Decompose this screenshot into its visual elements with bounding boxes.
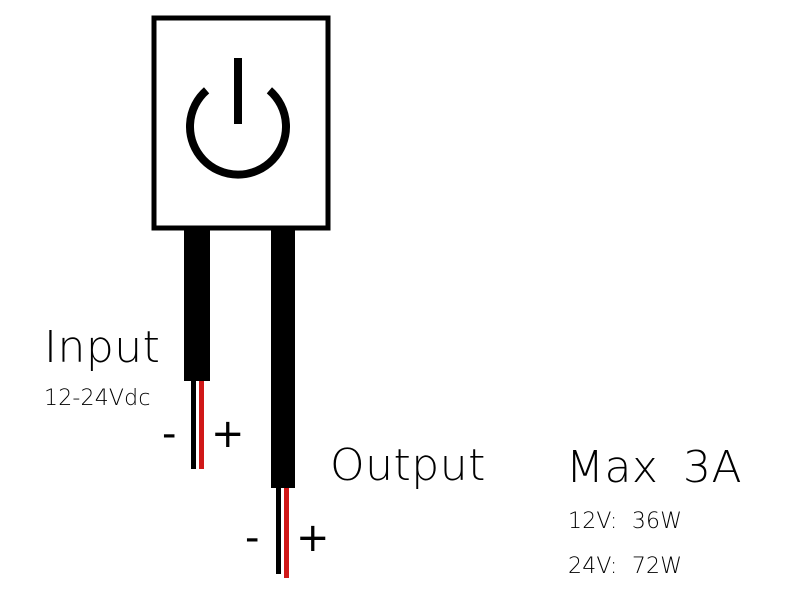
power-icon-arc bbox=[186, 87, 290, 179]
max-current-label: Max 3A bbox=[566, 442, 743, 493]
input-negative-sign: - bbox=[162, 411, 177, 457]
output-positive-sign: + bbox=[296, 515, 330, 561]
input-wire-positive bbox=[199, 381, 204, 469]
power-icon bbox=[186, 58, 290, 179]
input-cable-sheath bbox=[184, 229, 210, 381]
switch-housing bbox=[151, 15, 331, 231]
input-voltage-label: 12-24Vdc bbox=[44, 386, 151, 411]
input-positive-sign: + bbox=[211, 411, 245, 457]
input-cable bbox=[184, 229, 210, 469]
input-label: Input bbox=[44, 322, 161, 373]
input-wire-negative bbox=[191, 381, 196, 469]
output-cable-sheath bbox=[271, 229, 295, 488]
rating-24v-label: 24V: 72W bbox=[568, 554, 683, 579]
output-label: Output bbox=[330, 440, 486, 491]
rating-12v-label: 12V: 36W bbox=[568, 509, 683, 534]
output-wire-positive bbox=[284, 488, 289, 578]
output-negative-sign: - bbox=[245, 515, 260, 561]
output-wire-negative bbox=[276, 488, 281, 574]
output-cable bbox=[271, 229, 295, 578]
